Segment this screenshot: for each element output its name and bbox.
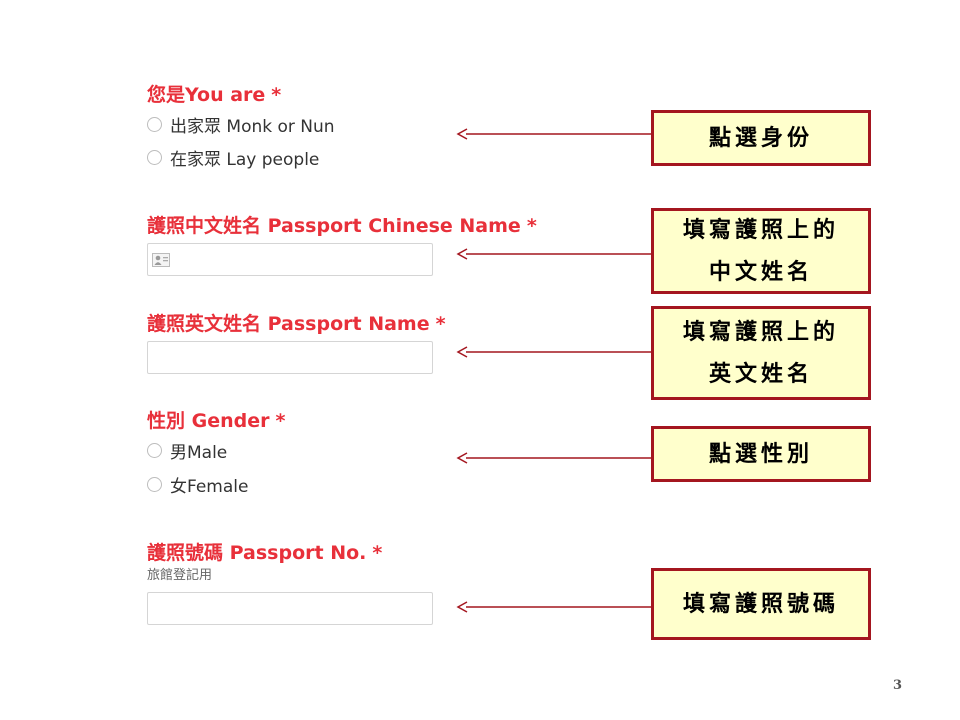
radio-button[interactable] [147, 442, 162, 458]
required-asterisk: * [435, 313, 446, 335]
page-number: 3 [893, 678, 903, 693]
arrow-left-icon [456, 452, 652, 464]
callout-identity-text: 點選身份 [708, 125, 813, 151]
radio-option-female[interactable]: 女Female [147, 473, 249, 497]
callout-gender-text: 點選性別 [708, 441, 813, 467]
radio-option-label: 男Male [170, 442, 228, 463]
callout-passport-no: 填寫護照號碼 [651, 568, 871, 640]
callout-chinese-name: 填寫護照上的 中文姓名 [651, 208, 871, 294]
callout-english-name: 填寫護照上的 英文姓名 [651, 306, 871, 400]
passport-no-hint: 旅館登記用 [147, 568, 213, 583]
required-asterisk: * [372, 542, 383, 564]
radio-option-lay[interactable]: 在家眾 Lay people [147, 146, 320, 170]
gender-label: 性別 Gender* [147, 409, 285, 433]
required-asterisk: * [275, 410, 286, 432]
callout-passport-no-text: 填寫護照號碼 [682, 591, 839, 617]
gender-label-text: 性別 Gender [147, 410, 270, 432]
passport-name-label: 護照英文姓名 Passport Name* [147, 312, 446, 336]
radio-button[interactable] [147, 476, 162, 492]
required-asterisk: * [526, 215, 537, 237]
radio-button[interactable] [147, 116, 162, 132]
passport-no-input[interactable] [147, 592, 433, 625]
arrow-left-icon [456, 128, 652, 140]
passport-no-label-text: 護照號碼 Passport No. [147, 542, 367, 564]
callout-gender: 點選性別 [651, 426, 871, 482]
passport-chinese-name-input[interactable] [147, 243, 433, 276]
callout-chinese-name-line2: 中文姓名 [708, 259, 813, 285]
passport-name-label-text: 護照英文姓名 Passport Name [147, 313, 430, 335]
passport-chinese-name-label-text: 護照中文姓名 Passport Chinese Name [147, 215, 521, 237]
radio-option-monk[interactable]: 出家眾 Monk or Nun [147, 113, 335, 137]
callout-chinese-name-line1: 填寫護照上的 [682, 217, 839, 243]
arrow-left-icon [456, 248, 652, 260]
radio-option-male[interactable]: 男Male [147, 439, 228, 463]
contact-card-icon [152, 252, 170, 271]
passport-name-input[interactable] [147, 341, 433, 374]
radio-option-label: 在家眾 Lay people [170, 149, 320, 170]
you-are-label-text: 您是You are [147, 84, 266, 106]
radio-option-label: 出家眾 Monk or Nun [170, 116, 335, 137]
callout-english-name-line2: 英文姓名 [708, 361, 813, 387]
required-asterisk: * [271, 84, 282, 106]
radio-option-label: 女Female [170, 476, 249, 497]
passport-chinese-name-label: 護照中文姓名 Passport Chinese Name* [147, 214, 537, 238]
passport-no-label: 護照號碼 Passport No.* [147, 541, 382, 565]
radio-button[interactable] [147, 149, 162, 165]
arrow-left-icon [456, 601, 652, 613]
you-are-label: 您是You are* [147, 83, 281, 107]
callout-english-name-line1: 填寫護照上的 [682, 319, 839, 345]
callout-identity: 點選身份 [651, 110, 871, 166]
arrow-left-icon [456, 346, 652, 358]
